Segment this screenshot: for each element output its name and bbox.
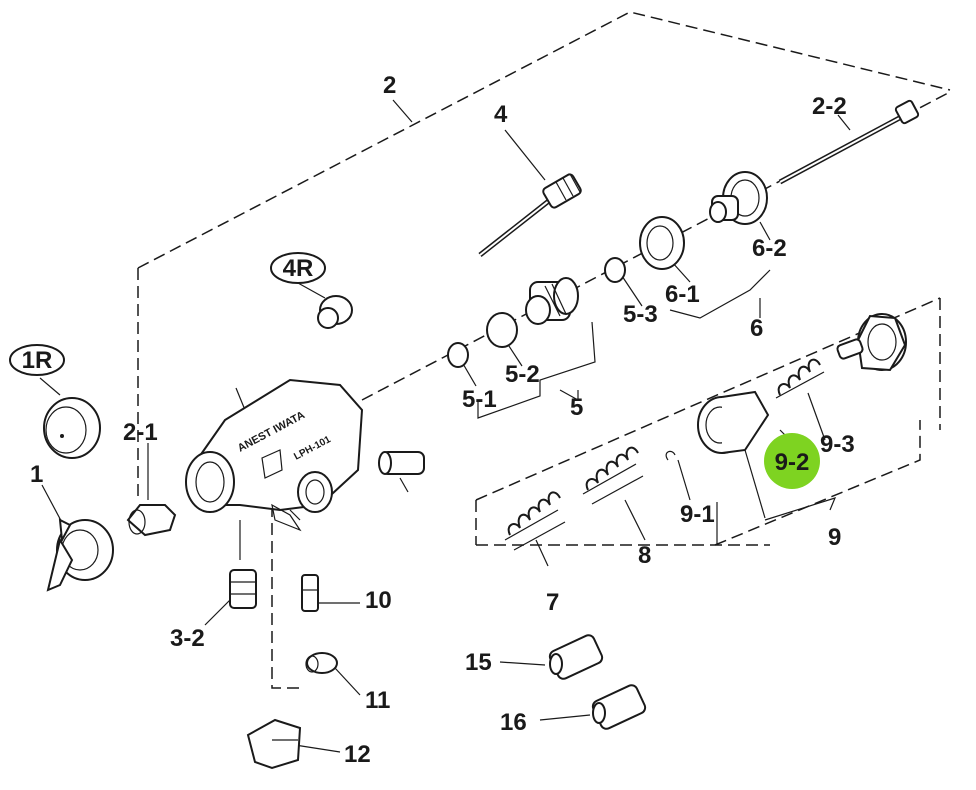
label-6: 6	[750, 315, 763, 342]
label-1: 1	[30, 461, 43, 488]
label-4: 4	[494, 101, 508, 128]
label-11: 11	[365, 687, 390, 714]
fitting-part	[378, 451, 425, 475]
valve-part-6-2	[709, 171, 768, 225]
housing-part-9	[697, 390, 770, 454]
highlight-circle-9-2	[764, 433, 820, 489]
label-15: 15	[465, 649, 492, 676]
spring-part-7	[504, 491, 566, 551]
fitting-part-3-2	[229, 569, 257, 609]
label-4R: 4R	[283, 255, 314, 282]
label-9-1: 9-1	[680, 501, 715, 528]
label-9-3: 9-3	[820, 431, 855, 458]
label-3-2: 3-2	[170, 625, 205, 652]
end-cap-part	[836, 313, 907, 372]
label-2-2: 2-2	[812, 93, 847, 120]
label-5-1: 5-1	[462, 386, 497, 413]
oring-part-5-1	[447, 342, 469, 368]
callout-labels: 2 4 2-2 6-2 6-1 6 5-3 5-2 5-1 5 2-1 1 9-…	[9, 72, 855, 768]
spring-part-9-3	[775, 358, 825, 399]
label-6-1: 6-1	[665, 281, 700, 308]
label-1R: 1R	[22, 347, 53, 374]
leader-lines	[39, 99, 851, 753]
ring-part-6-1	[639, 216, 685, 270]
label-5-3: 5-3	[623, 301, 658, 328]
oring-part-5-2	[486, 312, 518, 348]
group-2-outline	[137, 11, 951, 689]
callout-oval-4R	[270, 252, 326, 284]
label-7: 7	[546, 589, 559, 616]
clip-part-12	[246, 718, 302, 770]
label-12: 12	[344, 741, 371, 768]
label-8: 8	[638, 542, 651, 569]
label-9-2: 9-2	[775, 449, 810, 476]
clip-part-9-1	[665, 450, 676, 461]
screw-part-10	[301, 574, 319, 612]
label-5: 5	[570, 394, 583, 421]
spring-part-8	[582, 446, 644, 505]
label-2-1: 2-1	[123, 419, 158, 446]
fitting-part-15	[548, 634, 604, 680]
plug-part-11	[305, 652, 338, 674]
air-cap-part-1	[46, 518, 114, 592]
needle-part-4	[478, 173, 582, 257]
needle-part-2-2	[778, 99, 920, 185]
valve-seat-part-5	[525, 277, 579, 325]
label-9: 9	[828, 524, 841, 551]
knob-part-4R	[317, 295, 353, 329]
fitting-part-16	[591, 684, 647, 730]
spray-gun-body: ANEST IWATA LPH-101	[185, 378, 364, 532]
nozzle-part-2-1	[126, 504, 177, 537]
label-2: 2	[383, 72, 396, 99]
callout-oval-1R	[9, 344, 65, 376]
air-cap-part-1R	[43, 397, 101, 459]
oring-part-5-3	[604, 257, 626, 283]
label-6-2: 6-2	[752, 235, 787, 262]
label-16: 16	[500, 709, 527, 736]
label-5-2: 5-2	[505, 361, 540, 388]
label-10: 10	[365, 587, 392, 614]
